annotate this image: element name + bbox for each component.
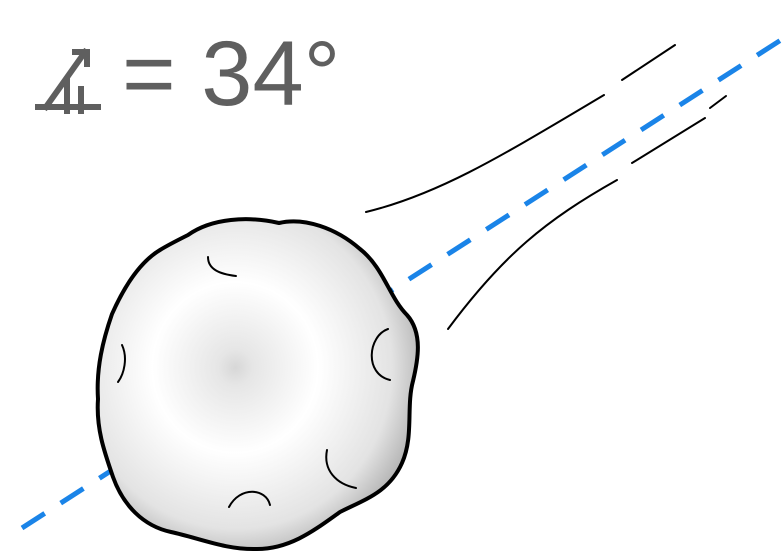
upper-motion-streak [365, 94, 605, 213]
angle-icon [35, 47, 101, 114]
angle-label: = 34° [30, 24, 340, 124]
angle-value: = 34° [122, 23, 341, 125]
crater-left [117, 344, 126, 383]
crater-bottom [228, 490, 271, 508]
crater-right [370, 328, 391, 381]
middle-short-streak [631, 117, 706, 164]
crater-top [207, 256, 237, 277]
asteroid-body [95, 217, 420, 552]
crater-lower-right [325, 449, 357, 489]
lower-short-streak [709, 95, 727, 109]
upper-short-streak [621, 44, 676, 81]
asteroid-craters [117, 256, 391, 508]
lower-motion-streak [447, 179, 618, 330]
motion-streaks [365, 44, 727, 330]
